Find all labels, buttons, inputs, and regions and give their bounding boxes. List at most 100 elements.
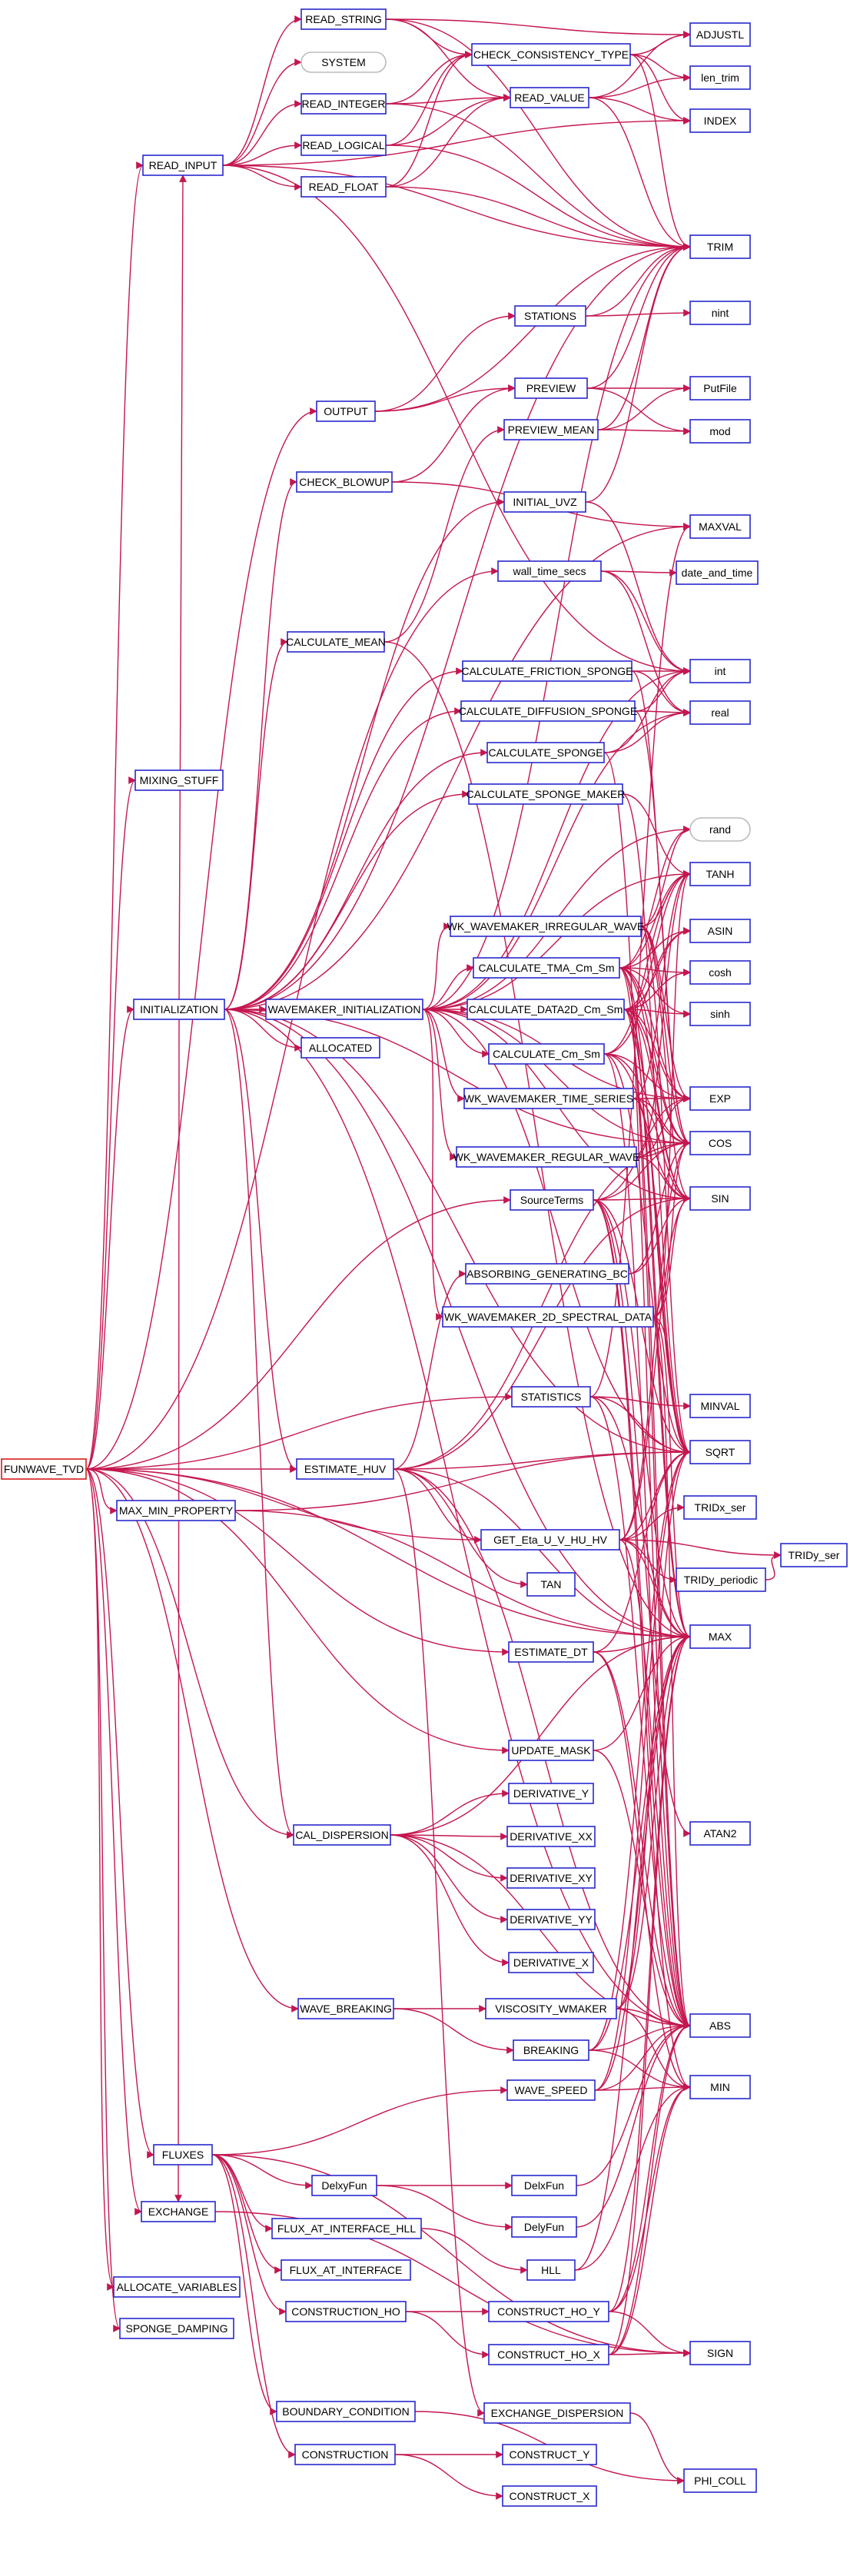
node-derivative-yy[interactable]: DERIVATIVE_YY bbox=[506, 1909, 596, 1930]
node-construct-ho-y[interactable]: CONSTRUCT_HO_Y bbox=[488, 2301, 609, 2322]
node-fluxes[interactable]: FLUXES bbox=[153, 2144, 213, 2166]
node-check-blowup[interactable]: CHECK_BLOWUP bbox=[296, 471, 393, 493]
node-sin[interactable]: SIN bbox=[689, 1186, 751, 1211]
node-wave-breaking[interactable]: WAVE_BREAKING bbox=[297, 1998, 394, 2019]
node-delxyfun[interactable]: DelxyFun bbox=[311, 2175, 377, 2196]
node-exchange-dispersion[interactable]: EXCHANGE_DISPERSION bbox=[483, 2402, 631, 2424]
node-wk-wavemaker-regular-wave[interactable]: WK_WAVEMAKER_REGULAR_WAVE bbox=[453, 1146, 640, 1168]
node-tanh[interactable]: TANH bbox=[689, 862, 751, 886]
node-sinh[interactable]: sinh bbox=[689, 1002, 751, 1026]
node-estimate-dt[interactable]: ESTIMATE_DT bbox=[508, 1641, 594, 1663]
node-derivative-x[interactable]: DERIVATIVE_X bbox=[508, 1952, 594, 1973]
node-preview-mean[interactable]: PREVIEW_MEAN bbox=[503, 419, 599, 440]
node-wavemaker-initialization[interactable]: WAVEMAKER_INITIALIZATION bbox=[265, 999, 423, 1020]
node-hll[interactable]: HLL bbox=[526, 2259, 576, 2281]
node-sign[interactable]: SIGN bbox=[689, 2341, 751, 2365]
node-atan2[interactable]: ATAN2 bbox=[689, 1821, 751, 1846]
node-wk-wavemaker-irregular-wave[interactable]: WK_WAVEMAKER_IRREGULAR_WAVE bbox=[447, 916, 645, 937]
node-construction[interactable]: CONSTRUCTION bbox=[294, 2444, 396, 2465]
node-tan[interactable]: TAN bbox=[526, 1572, 576, 1597]
node-max[interactable]: MAX bbox=[689, 1624, 751, 1649]
node-flux-at-interface-hll[interactable]: FLUX_AT_INTERFACE_HLL bbox=[271, 2218, 422, 2239]
node-calculate-mean[interactable]: CALCULATE_MEAN bbox=[286, 631, 386, 653]
node-derivative-xy[interactable]: DERIVATIVE_XY bbox=[506, 1867, 596, 1889]
node-abs[interactable]: ABS bbox=[689, 2013, 751, 2038]
node-initial-uvz[interactable]: INITIAL_UVZ bbox=[503, 491, 586, 513]
node-min[interactable]: MIN bbox=[689, 2075, 751, 2099]
node-putfile[interactable]: PutFile bbox=[689, 376, 751, 401]
node-system[interactable]: SYSTEM bbox=[300, 52, 387, 73]
node-phi-coll[interactable]: PHI_COLL bbox=[683, 2468, 757, 2493]
node-cal-dispersion[interactable]: CAL_DISPERSION bbox=[293, 1824, 391, 1846]
node-asin[interactable]: ASIN bbox=[689, 919, 751, 943]
node-viscosity-wmaker[interactable]: VISCOSITY_WMAKER bbox=[485, 1998, 617, 2019]
node-cos[interactable]: COS bbox=[689, 1131, 751, 1155]
node-date-and-time[interactable]: date_and_time bbox=[676, 560, 759, 585]
node-stations[interactable]: STATIONS bbox=[514, 305, 586, 327]
node-read-string[interactable]: READ_STRING bbox=[300, 8, 387, 30]
node-calculate-sponge-maker[interactable]: CALCULATE_SPONGE_MAKER bbox=[467, 783, 626, 805]
node-read-input[interactable]: READ_INPUT bbox=[142, 155, 224, 176]
node-calculate-cm-sm[interactable]: CALCULATE_Cm_Sm bbox=[488, 1043, 605, 1065]
node-exp[interactable]: EXP bbox=[689, 1086, 751, 1111]
node-mixing-stuff[interactable]: MIXING_STUFF bbox=[134, 769, 224, 791]
node-tridy-ser[interactable]: TRIDy_ser bbox=[780, 1543, 848, 1567]
node-sqrt[interactable]: SQRT bbox=[689, 1440, 751, 1464]
node-get-eta-u-v-hu-hv[interactable]: GET_Eta_U_V_HU_HV bbox=[480, 1529, 620, 1551]
node-sourceterms[interactable]: SourceTerms bbox=[510, 1189, 594, 1211]
node-initialization[interactable]: INITIALIZATION bbox=[133, 999, 225, 1020]
node-mod[interactable]: mod bbox=[689, 419, 751, 444]
node-flux-at-interface[interactable]: FLUX_AT_INTERFACE bbox=[281, 2259, 411, 2281]
node-construct-ho-x[interactable]: CONSTRUCT_HO_X bbox=[488, 2344, 609, 2365]
node-exchange[interactable]: EXCHANGE bbox=[141, 2201, 216, 2222]
node-sponge-damping[interactable]: SPONGE_DAMPING bbox=[119, 2318, 234, 2339]
node-construct-x[interactable]: CONSTRUCT_X bbox=[502, 2485, 597, 2507]
node-derivative-xx[interactable]: DERIVATIVE_XX bbox=[506, 1826, 596, 1847]
node-boundary-condition[interactable]: BOUNDARY_CONDITION bbox=[276, 2401, 416, 2422]
node-update-mask[interactable]: UPDATE_MASK bbox=[508, 1740, 594, 1761]
node-delyfun[interactable]: DelyFun bbox=[511, 2216, 577, 2238]
node-wk-wavemaker-time-series[interactable]: WK_WAVEMAKER_TIME_SERIES bbox=[463, 1088, 634, 1109]
node-calculate-tma-cm-sm[interactable]: CALCULATE_TMA_Cm_Sm bbox=[473, 957, 620, 979]
node-breaking[interactable]: BREAKING bbox=[513, 2039, 589, 2061]
node-max-min-property[interactable]: MAX_MIN_PROPERTY bbox=[116, 1500, 236, 1521]
node-calculate-data2d-cm-sm[interactable]: CALCULATE_DATA2D_Cm_Sm bbox=[467, 999, 625, 1020]
node-calculate-diffusion-sponge[interactable]: CALCULATE_DIFFUSION_SPONGE bbox=[459, 700, 637, 722]
node-funwave-tvd[interactable]: FUNWAVE_TVD bbox=[1, 1458, 87, 1480]
node-calculate-sponge[interactable]: CALCULATE_SPONGE bbox=[486, 742, 605, 763]
node-read-logical[interactable]: READ_LOGICAL bbox=[300, 135, 387, 156]
node-read-float[interactable]: READ_FLOAT bbox=[300, 176, 387, 198]
node-absorbing-generating-bc[interactable]: ABSORBING_GENERATING_BC bbox=[465, 1263, 629, 1285]
node-wk-wavemaker-2d-spectral-data[interactable]: WK_WAVEMAKER_2D_SPECTRAL_DATA bbox=[442, 1306, 654, 1328]
node-wave-speed[interactable]: WAVE_SPEED bbox=[506, 2079, 596, 2101]
node-rand[interactable]: rand bbox=[689, 817, 751, 842]
edge-calculate-cm-sm-to-asin bbox=[603, 927, 691, 1055]
node-allocate-variables[interactable]: ALLOCATE_VARIABLES bbox=[113, 2276, 241, 2298]
node-delxfun[interactable]: DelxFun bbox=[511, 2175, 577, 2196]
node-construction-ho[interactable]: CONSTRUCTION_HO bbox=[285, 2301, 407, 2322]
node-read-integer[interactable]: READ_INTEGER bbox=[300, 93, 387, 115]
node-output[interactable]: OUTPUT bbox=[316, 401, 376, 422]
node-adjustl[interactable]: ADJUSTL bbox=[689, 22, 751, 47]
node-check-consistency-type[interactable]: CHECK_CONSISTENCY_TYPE bbox=[471, 43, 631, 66]
node-minval[interactable]: MINVAL bbox=[689, 1394, 751, 1418]
node-int[interactable]: int bbox=[689, 659, 751, 683]
node-tridy-periodic[interactable]: TRIDy_periodic bbox=[676, 1567, 766, 1592]
node-nint[interactable]: nint bbox=[689, 301, 751, 325]
node-len-trim[interactable]: len_trim bbox=[689, 65, 751, 90]
node-construct-y[interactable]: CONSTRUCT_Y bbox=[502, 2444, 597, 2465]
node-estimate-huv[interactable]: ESTIMATE_HUV bbox=[296, 1458, 394, 1480]
node-preview[interactable]: PREVIEW bbox=[514, 377, 588, 399]
node-statistics[interactable]: STATISTICS bbox=[511, 1386, 591, 1408]
node-calculate-friction-sponge[interactable]: CALCULATE_FRICTION_SPONGE bbox=[461, 660, 633, 682]
node-maxval[interactable]: MAXVAL bbox=[689, 514, 751, 539]
node-trim[interactable]: TRIM bbox=[689, 234, 751, 259]
node-tridx-ser[interactable]: TRIDx_ser bbox=[683, 1495, 757, 1520]
node-allocated[interactable]: ALLOCATED bbox=[300, 1037, 380, 1059]
node-read-value[interactable]: READ_VALUE bbox=[510, 87, 589, 108]
node-cosh[interactable]: cosh bbox=[689, 960, 751, 985]
node-index[interactable]: INDEX bbox=[689, 108, 751, 133]
node-wall-time-secs[interactable]: wall_time_secs bbox=[497, 560, 602, 582]
node-derivative-y[interactable]: DERIVATIVE_Y bbox=[508, 1783, 594, 1804]
node-real[interactable]: real bbox=[689, 700, 751, 725]
